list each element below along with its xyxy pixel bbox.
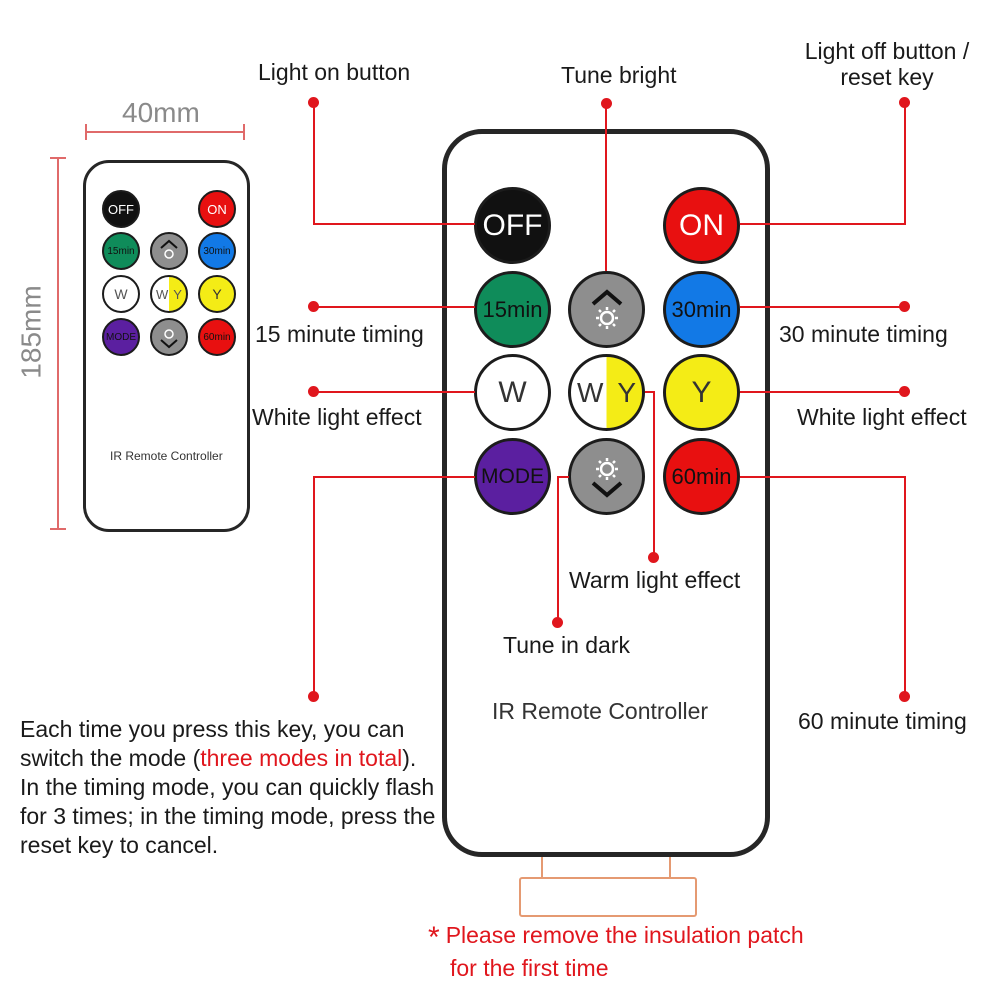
small-brightness-down-icon (150, 318, 188, 356)
height-label: 185mm (15, 285, 47, 379)
small-brightness-up-icon (150, 232, 188, 270)
tune-bright-label: Tune bright (561, 62, 677, 88)
small-y-button: Y (198, 275, 236, 313)
mode-note: Each time you press this key, you can sw… (20, 716, 436, 858)
tune-dark-label: Tune in dark (503, 632, 630, 658)
60min-button: 60min (663, 438, 740, 515)
y-button: Y (663, 354, 740, 431)
small-mode-button: MODE (102, 318, 140, 356)
timing-60-label: 60 minute timing (798, 708, 967, 734)
mode-note-highlight: three modes in total (200, 745, 403, 771)
width-label: 40mm (122, 97, 200, 128)
light-off-label: Light off button / reset key (804, 38, 970, 90)
brightness-up-icon (568, 271, 645, 348)
small-off-button: OFF (102, 190, 140, 228)
small-on-button: ON (198, 190, 236, 228)
timing-30-label: 30 minute timing (779, 321, 948, 347)
off-button: OFF (474, 187, 551, 264)
white-left-label: White light effect (252, 404, 422, 430)
mode-button: MODE (474, 438, 551, 515)
large-remote-title: IR Remote Controller (492, 698, 709, 724)
small-w-button: W (102, 275, 140, 313)
30min-button: 30min (663, 271, 740, 348)
light-on-label: Light on button (258, 59, 411, 85)
small-remote-title: IR Remote Controller (110, 449, 223, 463)
warm-label: Warm light effect (569, 567, 741, 593)
small-15min-button: 15min (102, 232, 140, 270)
small-30min-button: 30min (198, 232, 236, 270)
insulation-warning: *Please remove the insulation patch for … (428, 921, 804, 981)
white-right-label: White light effect (797, 404, 967, 430)
brightness-down-icon (568, 438, 645, 515)
small-60min-button: 60min (198, 318, 236, 356)
warning-star: * (428, 921, 440, 954)
on-button: ON (663, 187, 740, 264)
w-button: W (474, 354, 551, 431)
timing-15-label: 15 minute timing (255, 321, 424, 347)
15min-button: 15min (474, 271, 551, 348)
